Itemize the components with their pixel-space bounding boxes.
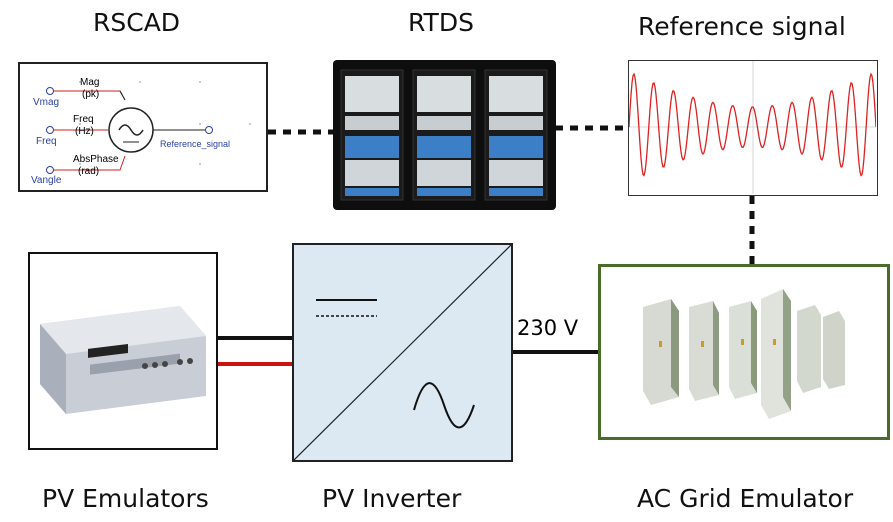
reference-signal-plot (628, 60, 878, 196)
param-absphase-unit: (rad) (78, 166, 100, 177)
input-vmag: Vmag (33, 97, 60, 108)
grid-emulator-cabinets-icon (643, 289, 845, 419)
reference-sine-line (628, 72, 877, 177)
vmag-port-icon (46, 87, 54, 95)
ac-grid-emulator-title: AC Grid Emulator (637, 484, 854, 513)
rscad-title: RSCAD (93, 8, 181, 37)
param-mag: Mag (80, 77, 100, 88)
voltage-label: 230 V (517, 316, 579, 340)
rtds-title: RTDS (408, 8, 474, 37)
param-absphase: AbsPhase (73, 154, 119, 165)
pv-emulator-device-icon (40, 306, 206, 414)
pv-inverter-box (292, 243, 513, 462)
rscad-schematic (46, 81, 251, 174)
reference-output-label: Reference_signal (160, 139, 231, 149)
rtds-racks (340, 69, 548, 201)
freq-port-icon (46, 126, 54, 134)
rtds-rack-image (333, 60, 556, 210)
ac-grid-emulator-box (598, 264, 890, 440)
reference-output-port-icon (205, 126, 213, 134)
pv-emulator-box (28, 252, 218, 450)
input-freq: Freq (36, 136, 57, 147)
pv-emulators-title: PV Emulators (42, 484, 209, 513)
reference-signal-title: Reference signal (638, 12, 846, 41)
param-freq-unit: (Hz) (75, 126, 94, 137)
input-vangle: Vangle (31, 175, 62, 186)
rscad-box: Vmag Freq Vangle Mag (pk) Freq (Hz) AbsP… (18, 62, 268, 192)
param-freq: Freq (73, 114, 94, 125)
pv-inverter-title: PV Inverter (322, 484, 462, 513)
ac-sine-icon (413, 382, 475, 429)
reference-waveform (628, 61, 877, 194)
inverter-symbol (293, 244, 512, 461)
vangle-port-icon (46, 166, 54, 174)
param-mag-unit: (pk) (82, 89, 100, 100)
